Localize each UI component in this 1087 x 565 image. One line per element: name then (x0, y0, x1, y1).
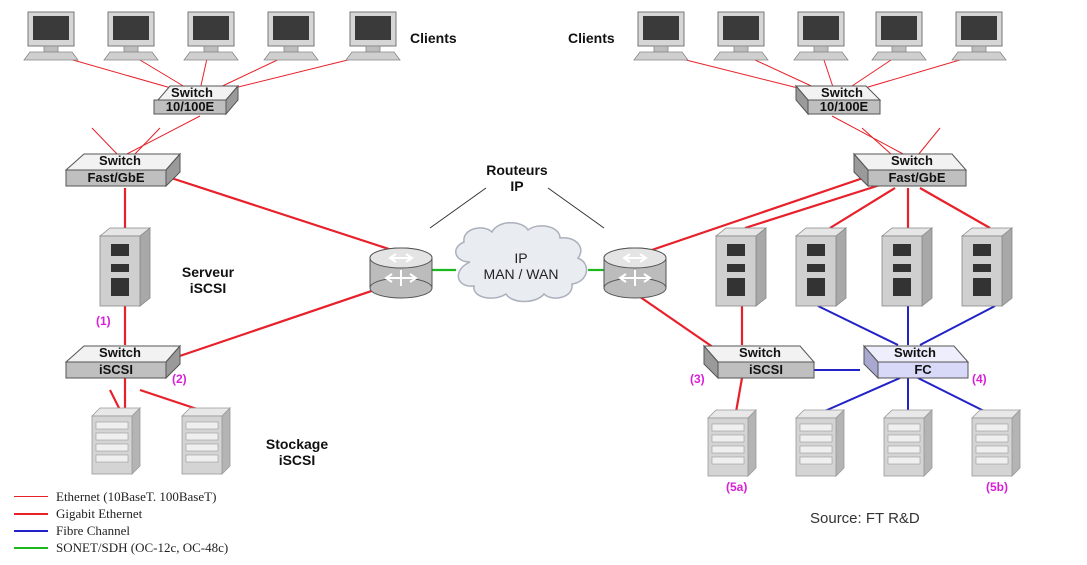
legend: Ethernet (10BaseT. 100BaseT) Gigabit Eth… (14, 488, 228, 556)
server-label: Serveur iSCSI (181, 264, 235, 296)
client-computer-icon (23, 11, 79, 61)
storage-array-icon (707, 409, 757, 477)
storage-label: Stockage iSCSI (265, 436, 329, 468)
switch-left-core-type: Fast/GbE (87, 170, 145, 185)
source-credit: Source: FT R&D (810, 510, 920, 527)
switch-right-fc (862, 344, 970, 380)
client-computer-icon (183, 11, 239, 61)
switch-right-fc-title: Switch (894, 345, 936, 360)
switch-left-access-title: Switch (171, 85, 213, 100)
server-icon (881, 227, 933, 307)
switch-right-core (852, 152, 968, 188)
client-computer-icon (345, 11, 401, 61)
storage-array-icon (883, 409, 933, 477)
legend-swatch (14, 496, 48, 497)
storage-array-icon (795, 409, 845, 477)
routers-label: Routeurs IP (486, 162, 548, 194)
client-computer-icon (793, 11, 849, 61)
storage-array-icon (181, 407, 231, 475)
switch-right-access-title: Switch (821, 85, 863, 100)
switch-right-access (794, 84, 882, 116)
ip-cloud-icon (455, 222, 588, 303)
switch-left-iscsi-type: iSCSI (99, 362, 133, 377)
legend-item-sonet: SONET/SDH (OC-12c, OC-48c) (14, 539, 228, 556)
marker-1: (1) (96, 314, 111, 328)
cloud-label: IP MAN / WAN (483, 250, 559, 282)
switch-left-core-title: Switch (99, 153, 141, 168)
marker-5b: (5b) (986, 480, 1008, 494)
client-computer-icon (263, 11, 319, 61)
legend-swatch (14, 546, 48, 549)
switch-right-core-title: Switch (891, 153, 933, 168)
fibre-channel-links (812, 305, 996, 415)
router-icon (369, 247, 433, 299)
switch-left-core (64, 152, 182, 188)
router-icon (603, 247, 667, 299)
storage-array-icon (91, 407, 141, 475)
marker-5a: (5a) (726, 480, 748, 494)
clients-right (633, 11, 1007, 61)
switch-right-access-type: 10/100E (819, 99, 869, 114)
client-computer-icon (633, 11, 689, 61)
server-icon (961, 227, 1013, 307)
client-computer-icon (871, 11, 927, 61)
clients-left (23, 11, 401, 61)
switch-right-iscsi-type: iSCSI (749, 362, 783, 377)
client-computer-icon (951, 11, 1007, 61)
switch-right-fc-type: FC (914, 362, 932, 377)
switch-right-core-type: Fast/GbE (888, 170, 946, 185)
legend-swatch (14, 512, 48, 515)
iscsi-server-icon (99, 227, 151, 307)
client-computer-icon (713, 11, 769, 61)
marker-3: (3) (690, 372, 705, 386)
gigabit-links-right (629, 173, 991, 413)
legend-item-ethernet: Ethernet (10BaseT. 100BaseT) (14, 488, 228, 505)
switch-right-iscsi (702, 344, 816, 380)
client-computer-icon (103, 11, 159, 61)
legend-item-fibre-channel: Fibre Channel (14, 522, 228, 539)
server-icon (795, 227, 847, 307)
router-pointer-lines (429, 187, 605, 229)
marker-4: (4) (972, 372, 987, 386)
clients-left-label: Clients (410, 30, 457, 46)
marker-2: (2) (172, 372, 187, 386)
switch-left-iscsi (64, 344, 182, 380)
switch-right-iscsi-title: Switch (739, 345, 781, 360)
storage-array-icon (971, 409, 1021, 477)
switch-left-access (153, 84, 240, 116)
legend-swatch (14, 529, 48, 532)
switch-left-access-type: 10/100E (165, 99, 215, 114)
legend-item-gigabit: Gigabit Ethernet (14, 505, 228, 522)
switch-left-iscsi-title: Switch (99, 345, 141, 360)
clients-right-label: Clients (568, 30, 615, 46)
server-icon (715, 227, 767, 307)
